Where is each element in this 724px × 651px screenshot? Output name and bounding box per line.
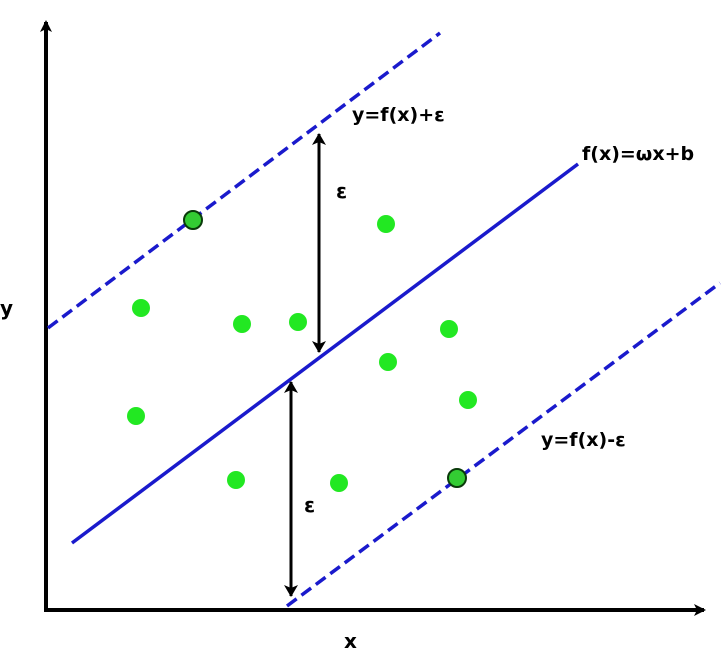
data-point <box>227 471 245 489</box>
data-point <box>233 315 251 333</box>
support-vector-lower <box>447 468 467 488</box>
data-point <box>459 391 477 409</box>
data-point <box>132 299 150 317</box>
epsilon-upper-label: ε <box>336 179 347 203</box>
regression-line <box>70 162 580 545</box>
data-point <box>379 353 397 371</box>
x-axis-label: x <box>344 629 357 651</box>
lower-boundary-label: y=f(x)-ε <box>541 429 626 451</box>
data-point <box>440 320 458 338</box>
data-point <box>127 407 145 425</box>
lower-boundary-line <box>285 281 722 608</box>
regression-line-label: f(x)=ωx+b <box>582 143 694 165</box>
epsilon-lower-label: ε <box>304 493 315 517</box>
data-point <box>377 215 395 233</box>
upper-boundary-label: y=f(x)+ε <box>352 104 445 126</box>
support-vector-upper <box>183 210 203 230</box>
upper-boundary-line <box>46 31 442 330</box>
y-axis-label: y <box>0 296 13 320</box>
data-point <box>330 474 348 492</box>
data-point <box>289 313 307 331</box>
